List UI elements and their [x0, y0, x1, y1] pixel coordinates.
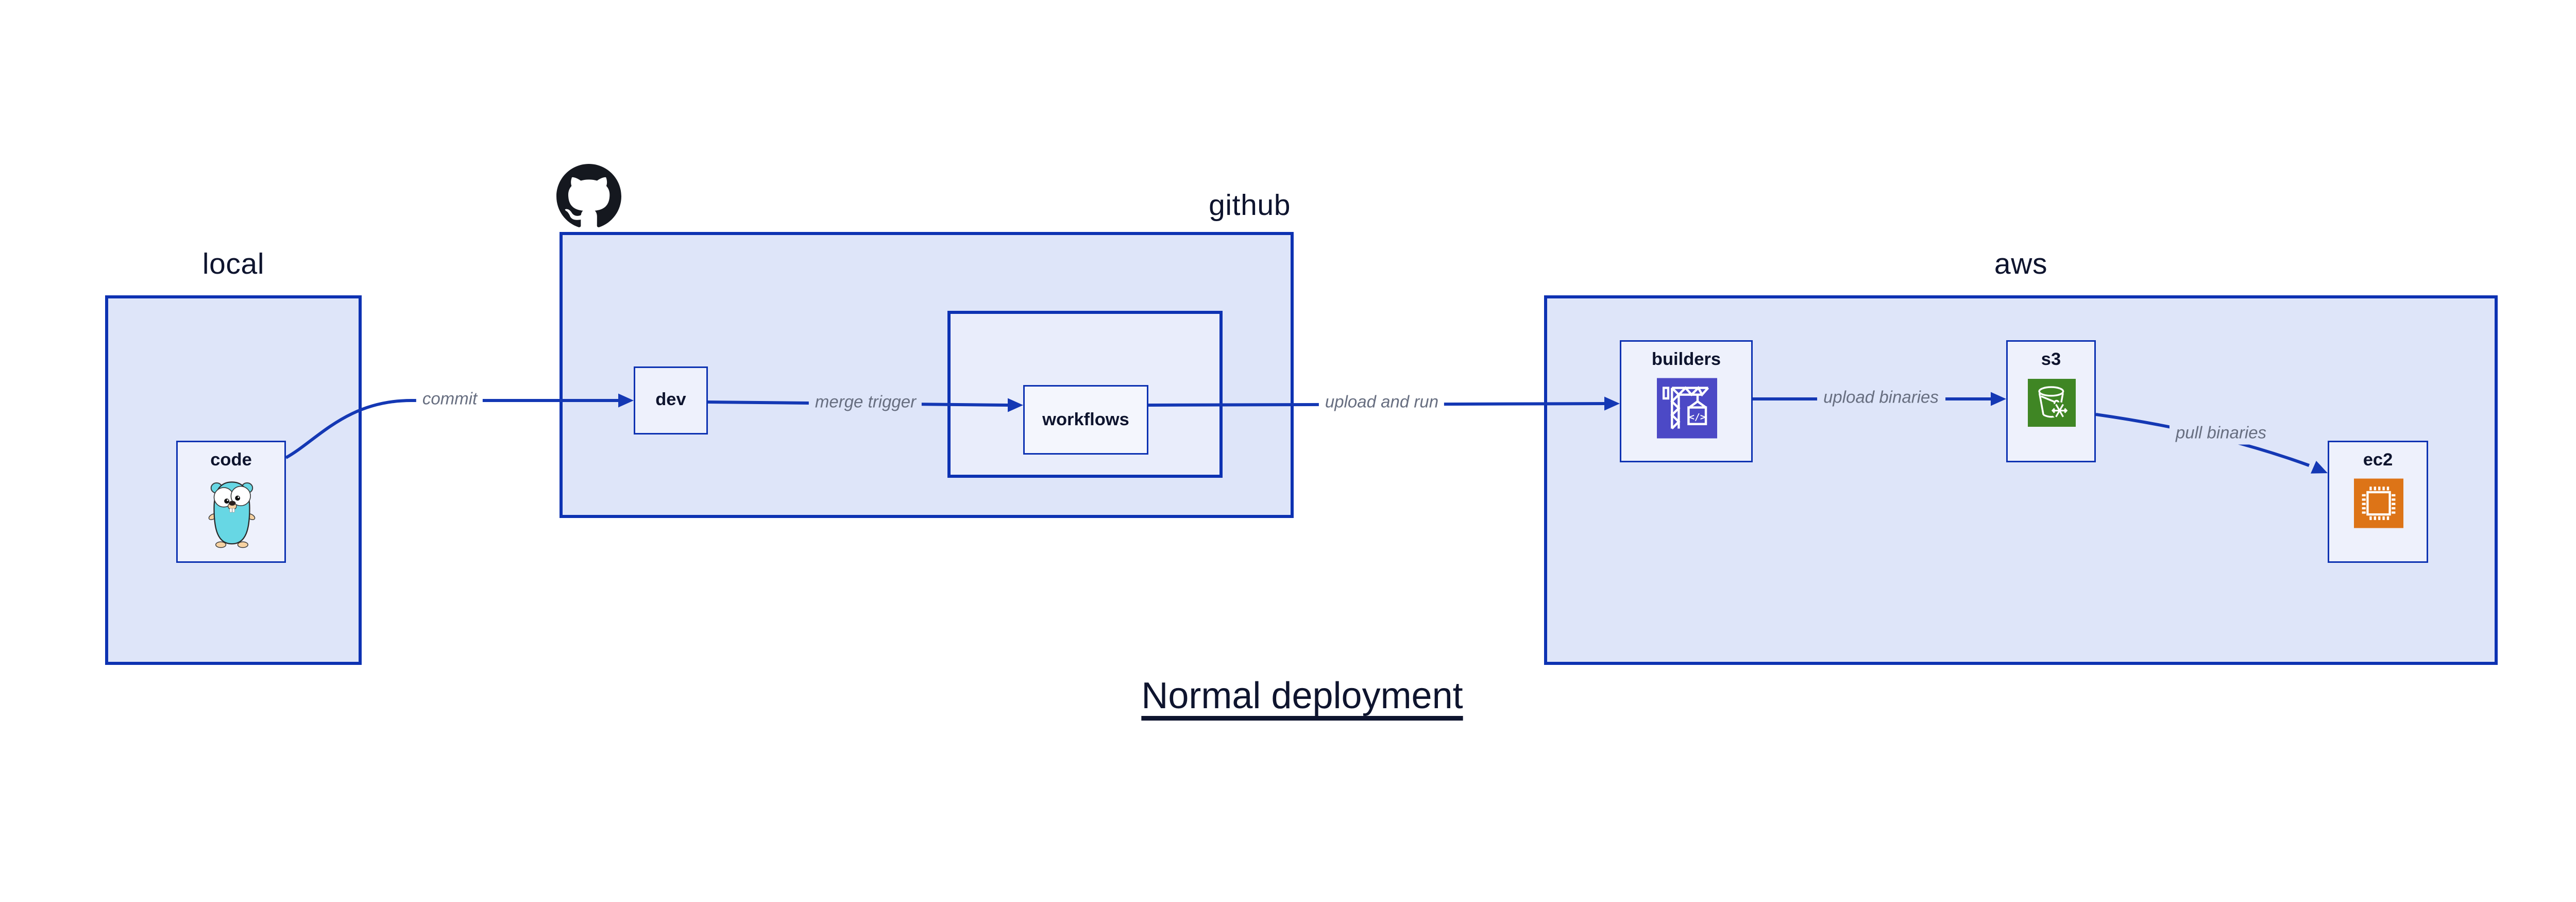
edge-label-upload-and-run: upload and run [1318, 393, 1445, 414]
s3-glacier-bucket-icon [2027, 377, 2075, 428]
node-code: code [176, 441, 286, 563]
aws-container-label: aws [1994, 249, 2048, 281]
edge-label-upload-binaries: upload binaries [1817, 389, 1945, 409]
node-ec2-label: ec2 [2363, 452, 2393, 470]
node-builders-label: builders [1651, 351, 1721, 370]
edge-label-merge-trigger: merge trigger [808, 393, 923, 414]
node-builders: builders </> [1620, 340, 1753, 462]
local-container-label: local [202, 249, 265, 281]
edge-label-commit: commit [416, 390, 484, 411]
ec2-chip-icon [2353, 478, 2403, 529]
node-s3-label: s3 [2041, 351, 2061, 370]
edge-label-pull-binaries: pull binaries [2169, 424, 2273, 445]
node-dev-label: dev [655, 391, 686, 410]
go-gopher-icon [205, 478, 258, 549]
diagram-title: Normal deployment [1141, 676, 1463, 717]
node-workflows: workflows [1023, 385, 1148, 455]
node-dev: dev [634, 366, 708, 435]
github-octocat-icon [556, 164, 621, 229]
node-workflows-label: workflows [1042, 410, 1129, 429]
node-s3: s3 [2006, 340, 2096, 462]
node-ec2: ec2 [2328, 441, 2428, 563]
codebuild-crane-icon: </> [1656, 377, 1717, 439]
svg-text:</>: </> [1688, 412, 1705, 423]
node-code-label: code [210, 452, 252, 470]
github-container-label: github [1209, 190, 1291, 223]
